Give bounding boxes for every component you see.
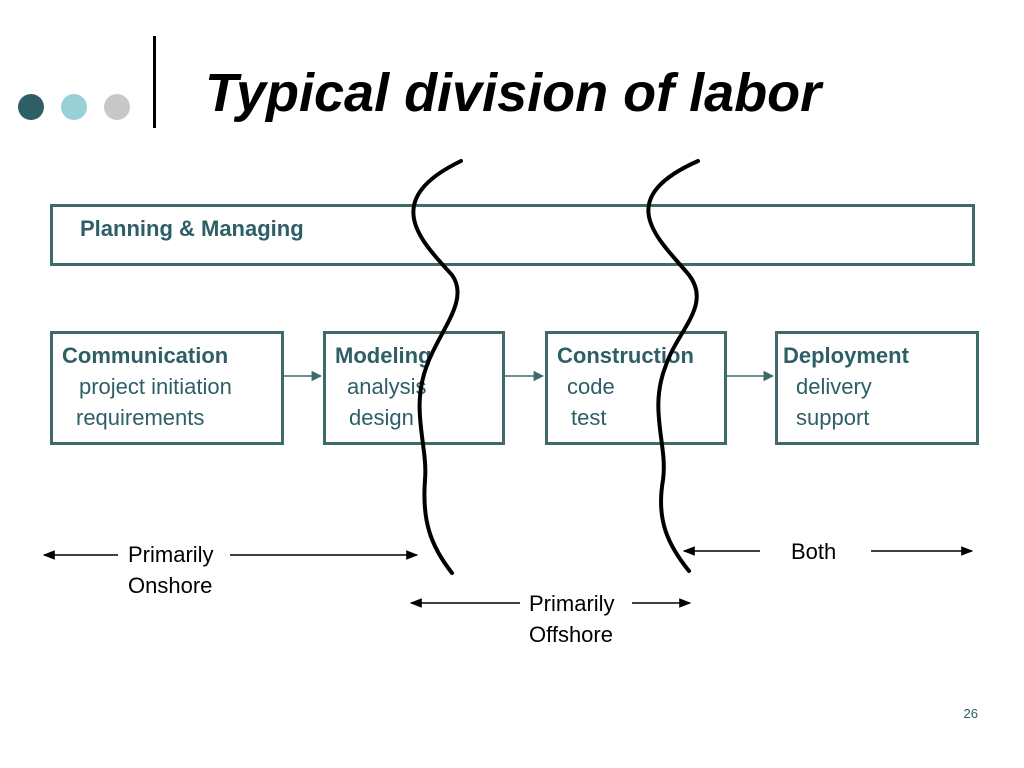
- onshore-label-line1: Primarily: [128, 542, 214, 567]
- phase-box-modeling: Modeling analysis design: [323, 331, 505, 445]
- phase-line: delivery: [796, 374, 872, 399]
- decor-dot-light-teal: [61, 94, 87, 120]
- onshore-label-line2: Onshore: [128, 573, 213, 598]
- title-divider: [153, 36, 156, 128]
- decor-dot-dark: [18, 94, 44, 120]
- offshore-label-line2: Offshore: [529, 622, 613, 647]
- phase-line: support: [796, 405, 870, 430]
- page-number: 26: [963, 706, 978, 721]
- phase-line: test: [571, 405, 607, 430]
- phase-title: Modeling: [335, 343, 432, 368]
- wavy-boundary-right: [646, 159, 700, 573]
- planning-managing-label: Planning & Managing: [80, 216, 304, 241]
- slide-title: Typical division of labor: [205, 63, 822, 123]
- phase-box-communication: Communication project initiation require…: [50, 331, 284, 445]
- phase-line: requirements: [76, 405, 205, 430]
- phase-line: design: [349, 405, 414, 430]
- offshore-label-line1: Primarily: [529, 591, 615, 616]
- both-label: Both: [791, 539, 837, 564]
- phase-title: Communication: [62, 343, 229, 368]
- planning-managing-box: Planning & Managing: [50, 204, 975, 266]
- phase-box-construction: Construction code test: [545, 331, 727, 445]
- phase-line: analysis: [347, 374, 427, 399]
- wavy-boundary-left: [411, 159, 463, 575]
- phase-title: Deployment: [783, 343, 909, 368]
- phase-line: code: [567, 374, 615, 399]
- phase-box-deployment: Deployment delivery support: [775, 331, 979, 445]
- decor-dot-gray: [104, 94, 130, 120]
- phase-line: project initiation: [79, 374, 232, 399]
